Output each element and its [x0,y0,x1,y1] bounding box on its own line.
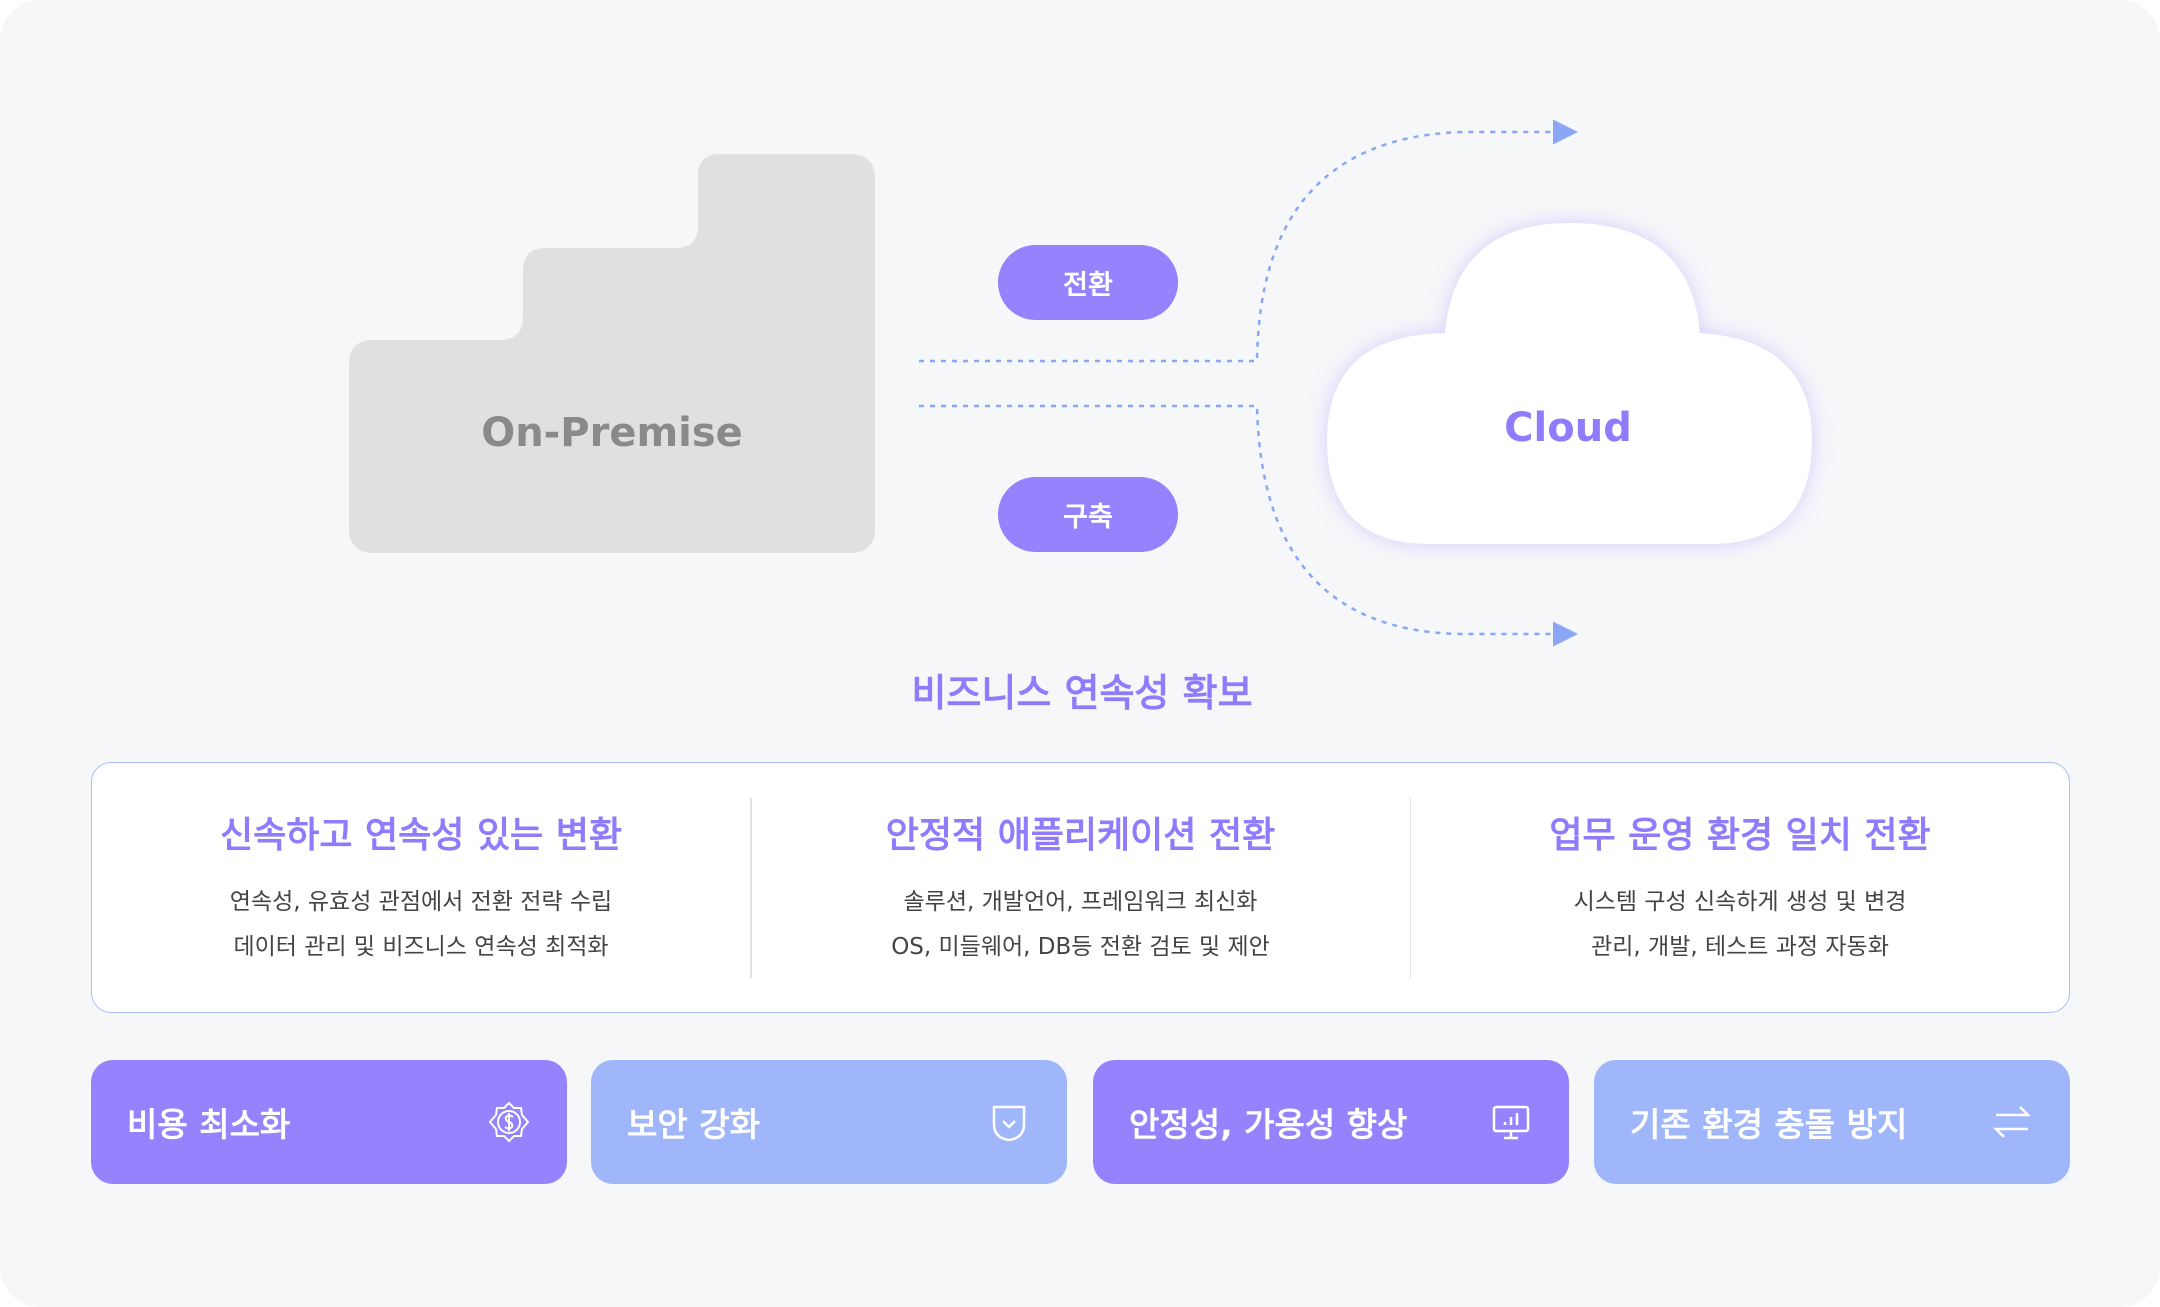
feature-column: 신속하고 연속성 있는 변환 연속성, 유효성 관점에서 전환 전략 수립 데이… [92,806,750,970]
feature-title: 업무 운영 환경 일치 전환 [1549,814,1931,856]
section-subtitle: 비즈니스 연속성 확보 [911,671,1253,715]
benefit-cost: 비용 최소화 [91,1060,567,1184]
feature-column: 업무 운영 환경 일치 전환 시스템 구성 신속하게 생성 및 변경 관리, 개… [1411,806,2069,970]
monitor-chart-icon [1492,1105,1530,1140]
dotted-arrow-bottom [919,404,1578,647]
on-premise-shape [349,154,875,553]
on-premise-label: On-Premise [481,410,743,456]
feature-line: 시스템 구성 신속하게 생성 및 변경 [1573,888,1907,915]
benefit-security: 보안 강화 [591,1060,1067,1184]
feature-title: 신속하고 연속성 있는 변환 [220,814,622,856]
feature-line: 연속성, 유효성 관점에서 전환 전략 수립 [229,888,613,915]
swap-arrows-icon [1992,1106,2032,1138]
dollar-badge-icon [488,1101,530,1143]
shield-icon [992,1105,1026,1142]
feature-line: 관리, 개발, 테스트 과정 자동화 [1591,933,1889,960]
feature-line: 솔루션, 개발언어, 프레임워크 최신화 [903,888,1258,915]
transition-pill: 전환 [998,245,1178,320]
benefit-label: 비용 최소화 [127,1105,291,1144]
dotted-arrow-top [919,119,1578,363]
feature-title: 안정적 애플리케이션 전환 [885,814,1276,856]
feature-column: 안정적 애플리케이션 전환 솔루션, 개발언어, 프레임워크 최신화 OS, 미… [752,806,1410,970]
cloud-shape [1327,223,1812,544]
feature-line: 데이터 관리 및 비즈니스 연속성 최적화 [233,933,609,960]
benefit-label: 기존 환경 충돌 방지 [1630,1105,1908,1144]
feature-line: OS, 미들웨어, DB등 전환 검토 및 제안 [891,933,1270,960]
cloud-label: Cloud [1504,405,1632,451]
features-box: 신속하고 연속성 있는 변환 연속성, 유효성 관점에서 전환 전략 수립 데이… [91,762,2070,1013]
column-divider [1409,797,1411,978]
benefit-label: 보안 강화 [627,1105,760,1144]
benefit-label: 안정성, 가용성 향상 [1129,1105,1408,1144]
benefit-conflict: 기존 환경 충돌 방지 [1594,1060,2070,1184]
build-pill: 구축 [998,477,1178,552]
benefit-stability: 안정성, 가용성 향상 [1093,1060,1569,1184]
column-divider [750,797,752,978]
